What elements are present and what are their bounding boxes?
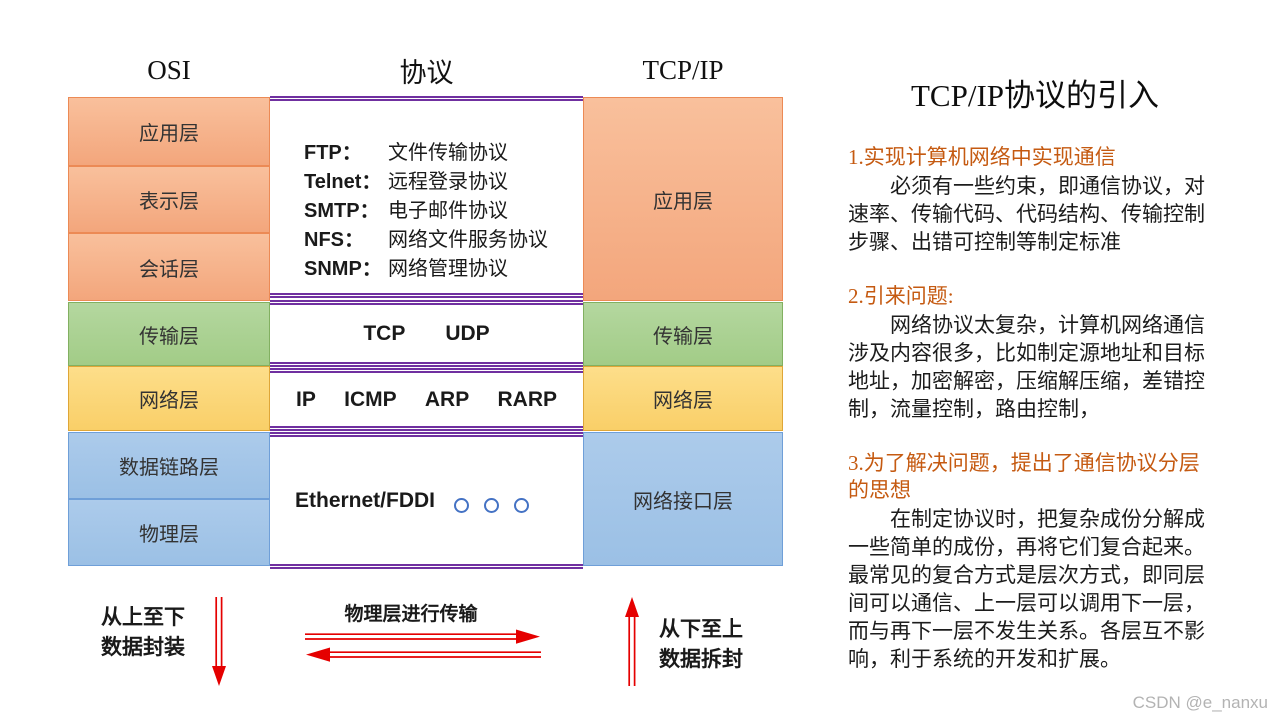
protocol-row-telnet: Telnet： 远程登录协议 [304, 168, 583, 197]
panel-title: TCP/IP协议的引入 [910, 78, 1160, 113]
up-arrow-icon [625, 597, 639, 686]
network-protocols-box: IP ICMP ARP RARP [270, 368, 583, 431]
watermark: CSDN @e_nanxu [1132, 693, 1268, 712]
encapsulation-caption-line1: 从上至下 [101, 606, 185, 629]
protocol-row-smtp: SMTP： 电子邮件协议 [304, 197, 583, 226]
right-arrow-icon [305, 629, 540, 644]
section-body: 网络协议太复杂，计算机网络通信涉及内容很多，比如制定源地址和目标地址，加密解密，… [848, 313, 1205, 421]
protocol-row-nfs: NFS： 网络文件服务协议 [304, 226, 583, 255]
osi-layer-session: 会话层 [68, 233, 270, 301]
protocol-desc: 文件传输协议 [388, 142, 508, 164]
encapsulation-caption: 从上至下 数据封装 [84, 603, 202, 663]
osi-layer-application: 应用层 [68, 97, 270, 166]
protocol-ip: IP [296, 387, 316, 411]
tcpip-layer-transport: 传输层 [583, 302, 783, 366]
decapsulation-caption: 从下至上 数据拆封 [650, 615, 752, 675]
section-heading: 2.引来问题: [848, 284, 954, 308]
header-protocol: 协议 [399, 57, 454, 88]
osi-layer-datalink: 数据链路层 [68, 432, 270, 499]
protocol-abbr: NFS： [304, 229, 364, 251]
link-protocols-box: Ethernet/FDDI [270, 432, 583, 569]
protocol-desc: 网络管理协议 [388, 258, 508, 280]
protocol-rarp: RARP [497, 387, 557, 411]
protocol-abbr: SNMP： [304, 258, 382, 280]
decapsulation-caption-line1: 从下至上 [659, 618, 743, 641]
tcpip-layer-network: 网络层 [583, 366, 783, 431]
application-protocols-box: FTP： 文件传输协议 Telnet： 远程登录协议 SMTP： 电子邮件协议 … [270, 96, 583, 298]
transmission-caption: 物理层进行传输 [344, 604, 478, 625]
panel-body: 1.实现计算机网络中实现通信 必须有一些约束，即通信协议，对速率、传输代码、代码… [848, 144, 1212, 700]
panel-section-2: 2.引来问题: 网络协议太复杂，计算机网络通信涉及内容很多，比如制定源地址和目标… [848, 283, 1212, 423]
left-arrow-icon [306, 647, 541, 662]
tcpip-layer-application: 应用层 [583, 97, 783, 301]
panel-section-1: 1.实现计算机网络中实现通信 必须有一些约束，即通信协议，对速率、传输代码、代码… [848, 144, 1212, 256]
protocol-desc: 远程登录协议 [388, 171, 508, 193]
protocol-abbr: SMTP： [304, 200, 380, 222]
protocol-tcp: TCP [363, 321, 406, 345]
encapsulation-caption-line2: 数据封装 [101, 636, 185, 659]
osi-layer-transport: 传输层 [68, 302, 270, 366]
section-heading: 1.实现计算机网络中实现通信 [848, 145, 1116, 169]
protocol-row-ftp: FTP： 文件传输协议 [304, 139, 583, 168]
section-heading: 3.为了解决问题，提出了通信协议分层的思想 [848, 451, 1200, 502]
header-osi: OSI [147, 54, 191, 85]
panel-section-3: 3.为了解决问题，提出了通信协议分层的思想 在制定协议时，把复杂成份分解成一些简… [848, 450, 1212, 673]
header-tcpip: TCP/IP [642, 54, 724, 85]
section-body: 在制定协议时，把复杂成份分解成一些简单的成份，再将它们复合起来。最常见的复合方式… [848, 507, 1205, 671]
protocol-abbr: Telnet： [304, 171, 382, 193]
circle-icon [454, 498, 470, 513]
osi-layer-network: 网络层 [68, 366, 270, 431]
section-body: 必须有一些约束，即通信协议，对速率、传输代码、代码结构、传输控制步骤、出错可控制… [848, 174, 1205, 254]
protocol-arp: ARP [424, 387, 470, 411]
protocol-desc: 电子邮件协议 [388, 200, 508, 222]
tcpip-layer-netaccess: 网络接口层 [583, 432, 783, 566]
decapsulation-caption-line2: 数据拆封 [659, 648, 743, 671]
protocol-abbr: FTP： [304, 142, 362, 164]
protocol-udp: UDP [445, 321, 490, 345]
osi-layer-physical: 物理层 [68, 499, 270, 566]
circle-icon [484, 498, 500, 513]
protocol-icmp: ICMP [344, 387, 397, 411]
circle-icon [514, 498, 530, 513]
protocol-ethernet-fddi: Ethernet/FDDI [295, 488, 436, 512]
down-arrow-icon [212, 597, 226, 686]
protocol-row-snmp: SNMP： 网络管理协议 [304, 255, 583, 284]
ethernet-ellipsis [454, 498, 530, 513]
transport-protocols-box: TCP UDP [270, 300, 583, 367]
protocol-desc: 网络文件服务协议 [388, 229, 548, 251]
osi-layer-presentation: 表示层 [68, 166, 270, 233]
